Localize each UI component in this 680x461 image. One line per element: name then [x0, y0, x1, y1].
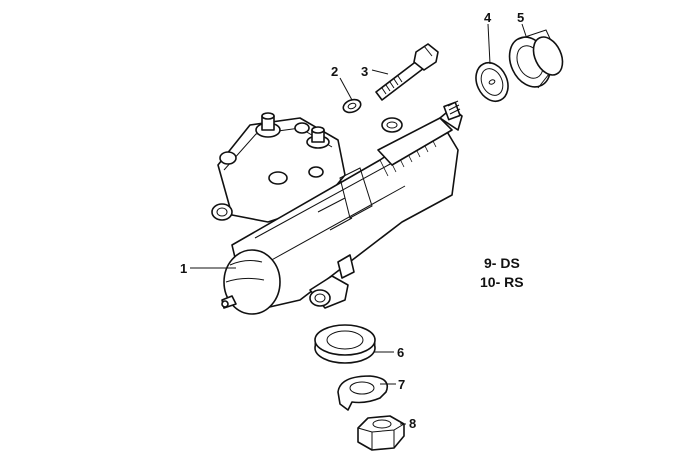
legend-line-1: 9- DS [484, 255, 520, 271]
callout-7: 7 [398, 377, 405, 392]
callout-3: 3 [361, 64, 368, 79]
seal-part-4 [475, 61, 509, 103]
hex-nut-part-8 [357, 415, 405, 451]
lock-washer-part-7 [337, 375, 389, 411]
ring-seal-part-6 [314, 324, 376, 364]
legend-line-2: 10- RS [480, 274, 524, 290]
bolt-part-3 [375, 43, 439, 101]
callout-8: 8 [409, 416, 416, 431]
seal-ring-part-5 [508, 29, 564, 89]
callout-6: 6 [397, 345, 404, 360]
leader-lines [190, 23, 527, 425]
callout-4: 4 [484, 10, 492, 25]
callout-5: 5 [517, 10, 524, 25]
callout-2: 2 [331, 64, 338, 79]
washer-part-2 [342, 98, 362, 114]
steering-gear-housing [211, 100, 463, 315]
callout-1: 1 [180, 261, 187, 276]
